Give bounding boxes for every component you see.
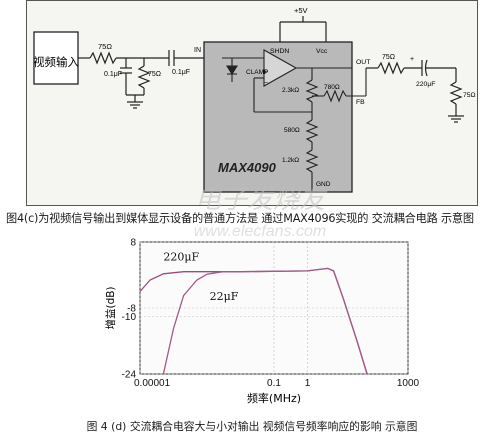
- annotation-label-0: 220μF: [163, 251, 199, 264]
- y-axis-label: 增益(dB): [104, 286, 117, 329]
- series-line-22uf: [162, 267, 368, 375]
- output-network: [366, 59, 464, 123]
- pin-clamp-label: CLAMP: [246, 69, 268, 76]
- opamp-minus: −: [264, 80, 268, 87]
- x-tick-label: 1000: [397, 378, 420, 389]
- c-out-label: 220μF: [416, 81, 435, 88]
- annotation-label-1: 22μF: [210, 290, 239, 303]
- pin-shdn-label: SHDN: [270, 48, 289, 55]
- supply-label: +5V: [294, 6, 308, 15]
- r-in-label: 75Ω: [98, 42, 112, 51]
- pin-in-label: IN: [194, 47, 201, 54]
- x-tick-label: 0.00001: [134, 378, 171, 389]
- r2-label: 580Ω: [284, 127, 300, 134]
- chart-grid: [139, 241, 409, 375]
- x-tick-label: 0.1: [267, 378, 281, 389]
- caption-fig-d: 图 4 (d) 交流耦合电容大与小对输出 视频信号频率响应的影响 示意图: [86, 420, 418, 433]
- y-tick-label: -10: [122, 312, 137, 323]
- supply-wiring: [279, 16, 327, 42]
- x-tick-label: 1: [305, 378, 311, 389]
- r-shunt-label: 75Ω: [148, 71, 161, 78]
- chip-name: MAX4090: [218, 160, 277, 175]
- y-tick-label: -8: [127, 304, 136, 315]
- pin-fb-label: FB: [356, 99, 365, 106]
- c-in-label: 0.1μF: [104, 71, 122, 78]
- y-tick-label: -24: [122, 370, 137, 381]
- r-fb-label: 780Ω: [324, 84, 340, 91]
- y-tick-label: 8: [130, 238, 136, 249]
- r-out-label: 75Ω: [382, 54, 395, 61]
- video-input-label: 视频输入: [33, 55, 79, 69]
- pin-out-label: OUT: [356, 59, 370, 66]
- r1-label: 2.3kΩ: [282, 87, 299, 94]
- opamp-plus: +: [264, 69, 268, 76]
- c-couple-label: 0.1μF: [172, 69, 190, 76]
- chart-annotations: 220μF 22μF: [163, 251, 238, 303]
- opamp-internals: [222, 49, 367, 192]
- frequency-response-chart: 8 -8-10 -240.00001 0.1 1 1000 220μF 22μF 频率(MH…: [104, 238, 420, 406]
- chart-ticks: 8 -8-10 -240.00001 0.1 1 1000: [122, 238, 420, 390]
- x-axis-label: 频率(MHz): [247, 391, 301, 405]
- pin-vcc-label: Vcc: [316, 48, 328, 55]
- ac-coupling-circuit: 视频输入 75Ω 0.1μ: [26, 0, 478, 206]
- r-load-label: 75Ω: [463, 92, 476, 99]
- caption-fig-c: 图4(c)为视频信号输出到媒体显示设备的普通方法是 通过MAX4096实现的 交…: [6, 212, 474, 225]
- plus-sign: +: [410, 56, 414, 63]
- r3-label: 1.2kΩ: [282, 157, 299, 164]
- pin-gnd-label: GND: [316, 181, 331, 188]
- video-input-box: [33, 31, 79, 85]
- input-network: [78, 50, 222, 109]
- chart-series: [139, 267, 368, 375]
